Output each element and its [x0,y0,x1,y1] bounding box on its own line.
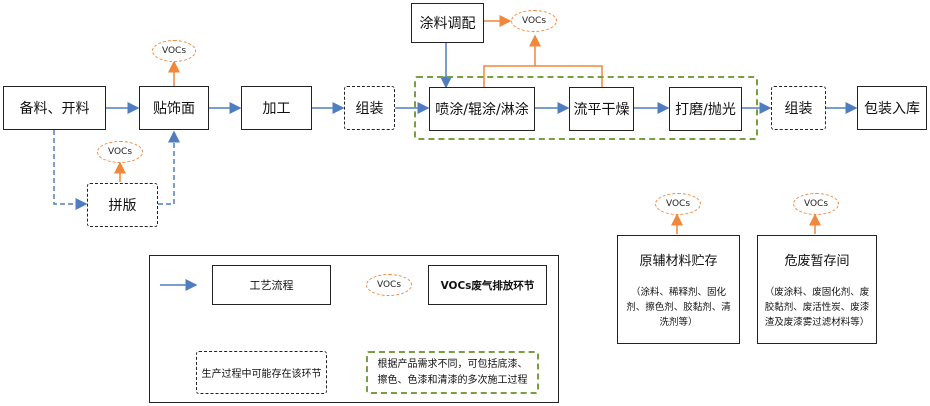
legend-voc-ellipse: VOCs [366,274,412,296]
node-package: 包装入库 [857,86,927,130]
node-prep: 备料、开料 [3,86,106,130]
voc-ellipse-splice: VOCs [97,141,143,163]
arrow-prep-splice [53,130,88,210]
node-spray: 喷涂/辊涂/淋涂 [429,87,535,131]
voc-ellipse-hazard: VOCs [793,193,839,215]
node-polish: 打磨/抛光 [669,87,742,131]
raw-storage-detail: （涂料、稀释剂、固化剂、擦色剂、胶黏剂、清洗剂等） [626,287,731,328]
legend-green-sample: 根据产品需求不同，可包括底漆、擦色、色漆和清漆的多次施工过程 [366,351,539,394]
voc-ellipse-paintmix: VOCs [511,10,557,32]
raw-material-storage: 原辅材料贮存 （涂料、稀释剂、固化剂、擦色剂、胶黏剂、清洗剂等） [617,235,740,344]
raw-storage-title: 原辅材料贮存 [639,254,718,269]
node-machining: 加工 [241,86,312,130]
legend-flow-box: 工艺流程 [212,265,331,305]
legend-frame [149,255,559,403]
legend-voc-desc: VOCs废气排放环节 [428,265,547,305]
hazard-waste-storage: 危废暂存间 （废涂料、废固化剂、废胶黏剂、废活性炭、废漆渣及废漆雾过滤材料等） [757,235,877,344]
node-assembly-1: 组装 [344,86,395,130]
coating-group-frame [414,76,758,140]
legend-dashed-sample: 生产过程中可能存在该环节 [196,351,327,394]
hazard-storage-detail: （废涂料、废固化剂、废胶黏剂、废活性炭、废漆渣及废漆雾过滤材料等） [764,287,870,328]
node-splice: 拼版 [87,183,158,227]
voc-ellipse-veneer: VOCs [152,40,196,62]
node-paint-mix: 涂料调配 [411,3,484,43]
arrow-splice-veneer [158,130,180,205]
node-leveling: 流平干燥 [569,87,634,131]
node-assembly-2: 组装 [771,86,826,130]
node-veneer: 贴饰面 [139,86,209,130]
voc-ellipse-raw: VOCs [655,193,701,215]
hazard-storage-title: 危废暂存间 [784,254,850,269]
